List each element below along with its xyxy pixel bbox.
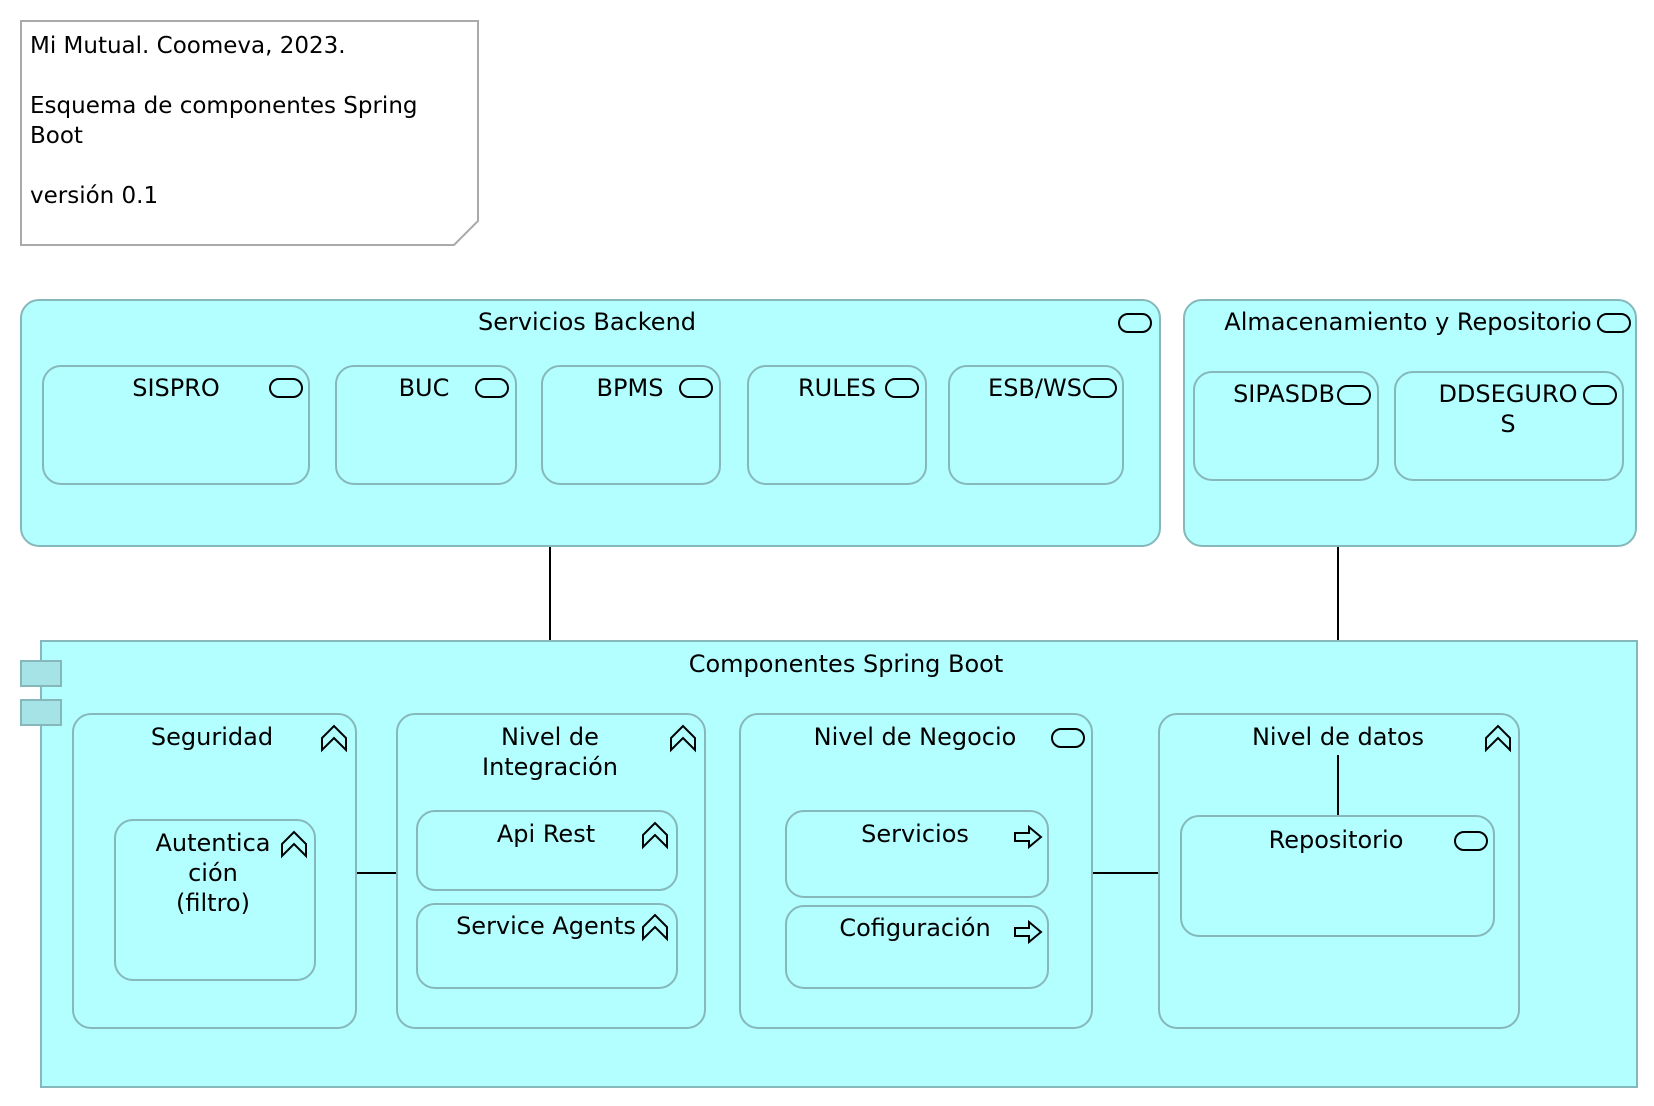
function-label: Autentica: [156, 829, 271, 857]
function-label: (filtro): [176, 889, 250, 917]
service-rules[interactable]: RULES: [747, 365, 927, 485]
group-title: Servicios Backend: [478, 308, 696, 336]
component-icon: [20, 699, 62, 726]
function-autenticacion[interactable]: Autentica ción (filtro): [114, 819, 316, 981]
service-buc[interactable]: BUC: [335, 365, 517, 485]
storage-label: S: [1500, 410, 1515, 438]
service-label: Repositorio: [1269, 826, 1404, 854]
note-line-4: versión 0.1: [30, 183, 158, 209]
function-service-agents[interactable]: Service Agents: [416, 903, 678, 989]
storage-sipasdb[interactable]: SIPASDB: [1193, 371, 1379, 481]
process-label: Servicios: [861, 820, 969, 848]
service-esb-ws[interactable]: ESB/WS: [948, 365, 1124, 485]
storage-label: SIPASDB: [1233, 380, 1335, 408]
layer-title: Integración: [482, 753, 618, 781]
layer-title: Nivel de datos: [1252, 723, 1424, 751]
layer-title: Nivel de: [501, 723, 599, 751]
function-label: Api Rest: [497, 820, 595, 848]
process-servicios[interactable]: Servicios: [785, 810, 1049, 898]
layer-title: Seguridad: [151, 723, 273, 751]
service-label: BUC: [399, 374, 450, 402]
note-line-2: Esquema de componentes Spring: [30, 93, 418, 119]
diagram-note: Mi Mutual. Coomeva, 2023. Esquema de com…: [20, 20, 479, 246]
function-api-rest[interactable]: Api Rest: [416, 810, 678, 891]
process-cofiguracion[interactable]: Cofiguración: [785, 905, 1049, 989]
service-bpms[interactable]: BPMS: [541, 365, 721, 485]
process-label: Cofiguración: [839, 914, 990, 942]
note-line-1: Mi Mutual. Coomeva, 2023.: [30, 33, 346, 59]
layer-title: Nivel de Negocio: [814, 723, 1017, 751]
storage-ddseguros[interactable]: DDSEGURO S: [1394, 371, 1624, 481]
service-repositorio[interactable]: Repositorio: [1180, 815, 1495, 937]
service-label: SISPRO: [132, 374, 220, 402]
service-label: BPMS: [597, 374, 664, 402]
service-label: RULES: [798, 374, 876, 402]
component-icon: [20, 660, 62, 687]
function-label: ción: [188, 859, 238, 887]
note-line-3: Boot: [30, 123, 83, 149]
storage-label: DDSEGURO: [1438, 380, 1577, 408]
group-title: Almacenamiento y Repositorio: [1224, 308, 1591, 336]
function-label: Service Agents: [456, 912, 636, 940]
service-label: ESB/WS: [988, 374, 1082, 402]
component-title: Componentes Spring Boot: [689, 650, 1004, 678]
service-sispro[interactable]: SISPRO: [42, 365, 310, 485]
